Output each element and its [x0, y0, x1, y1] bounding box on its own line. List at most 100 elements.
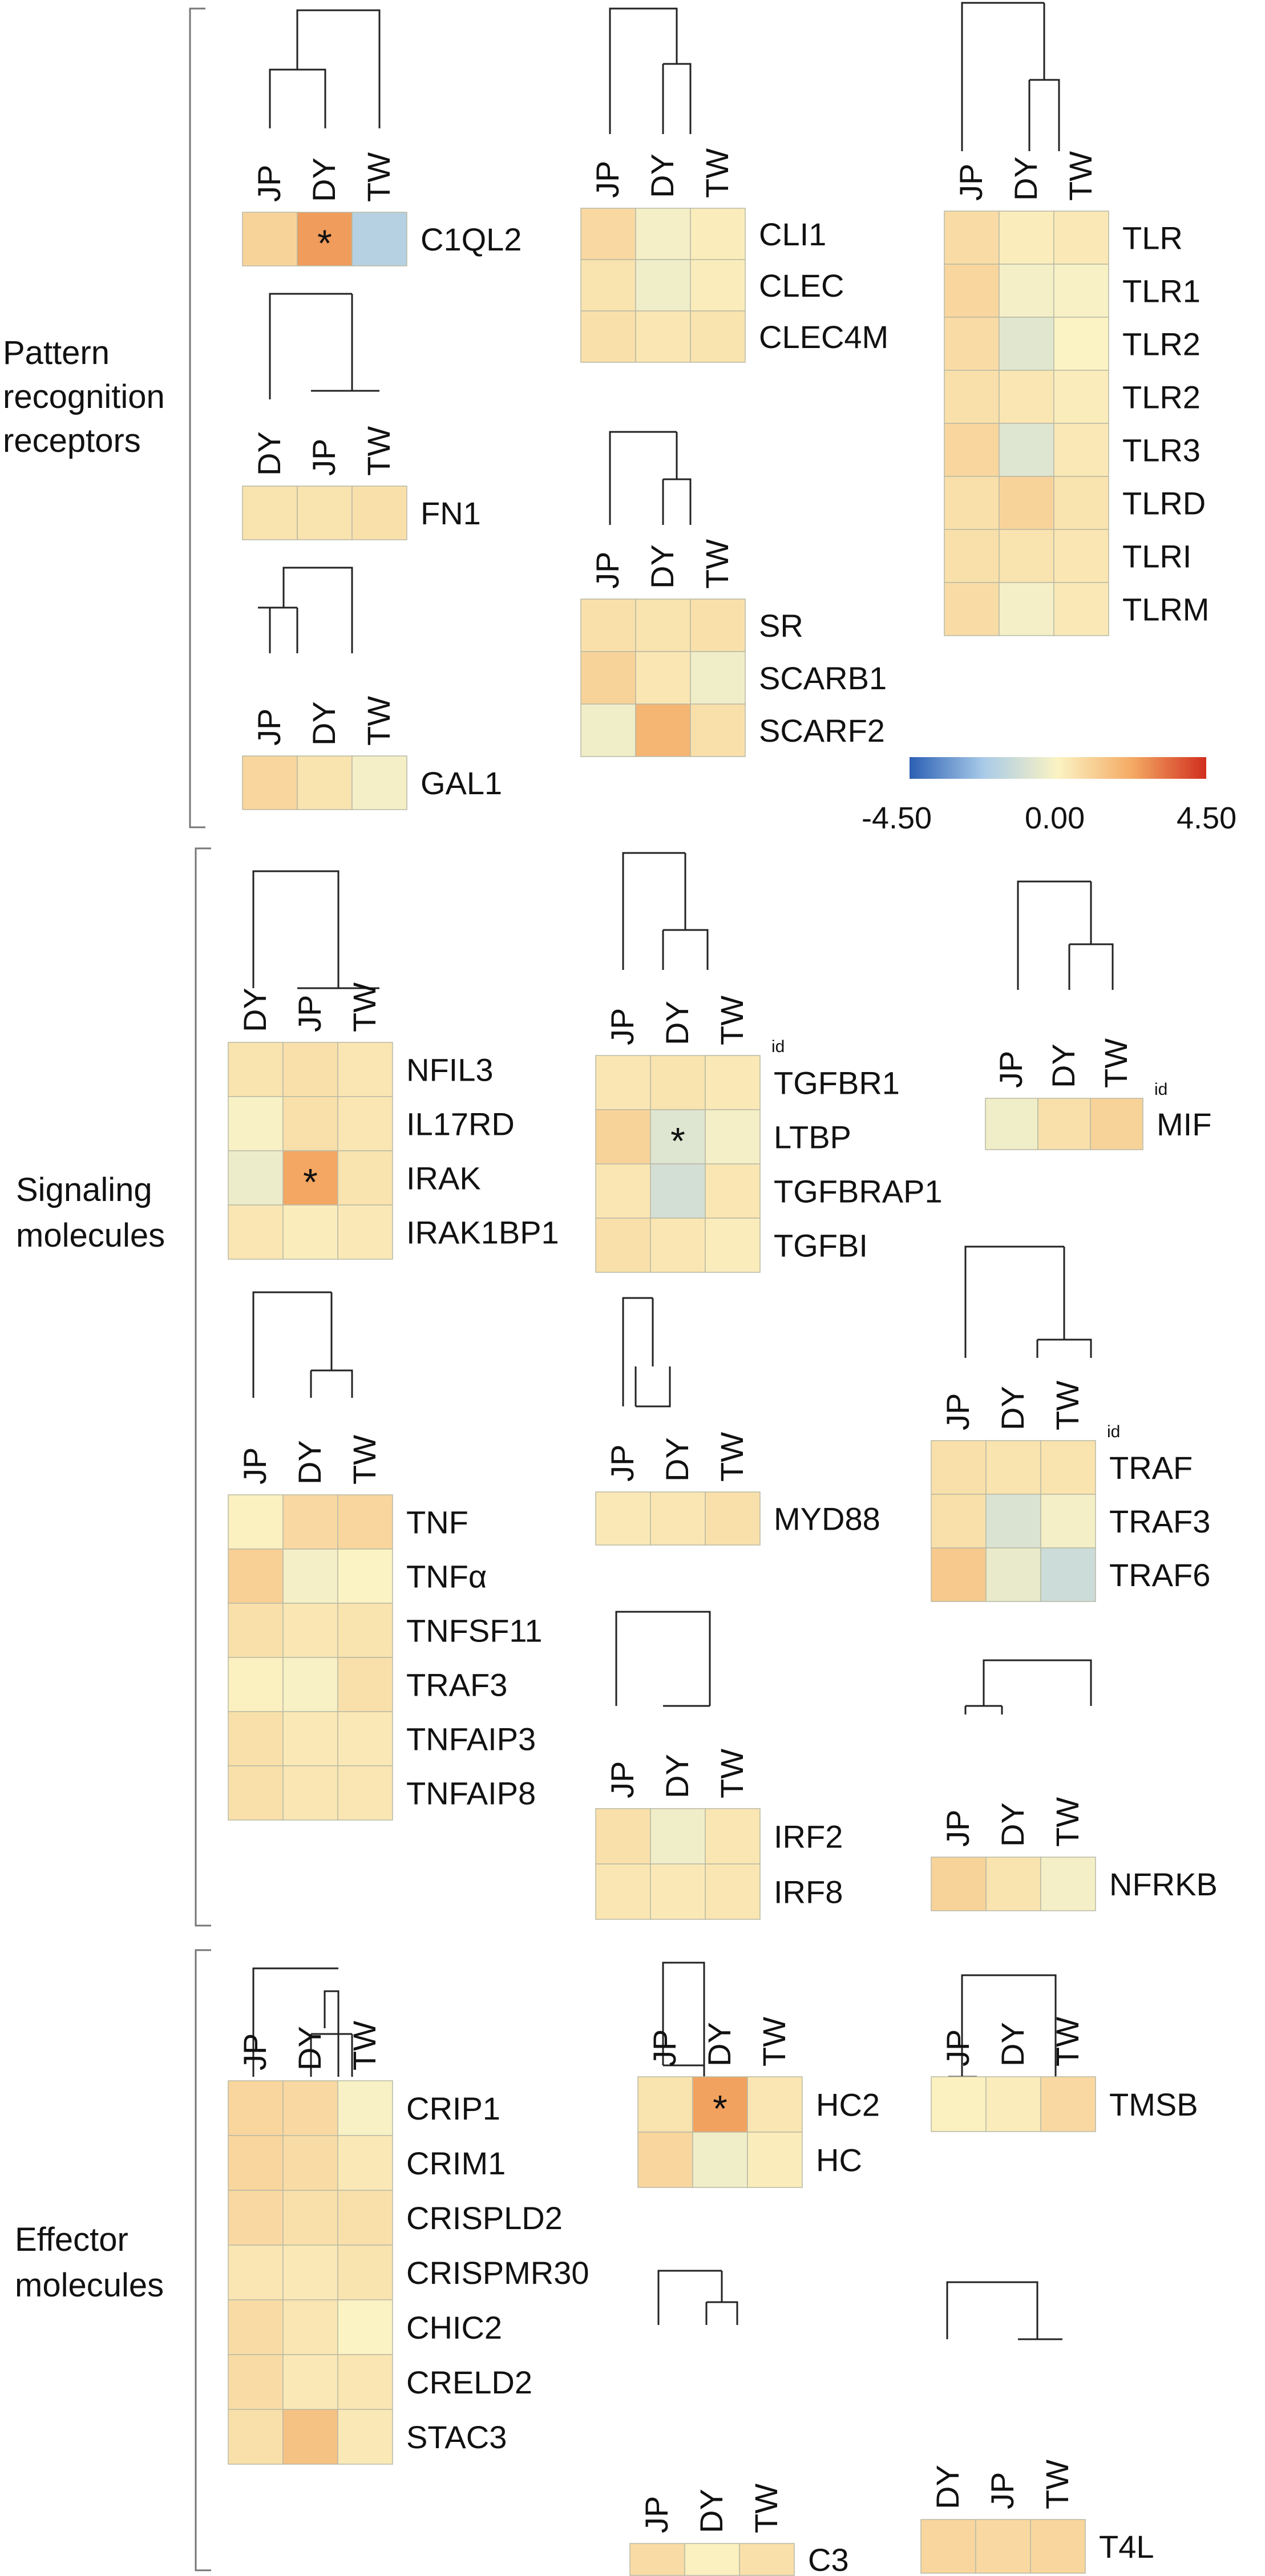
column-label: TW	[361, 152, 397, 202]
column-label: JP	[993, 1051, 1029, 1088]
heatmap-cell	[228, 1765, 284, 1821]
heatmap-cell	[650, 1491, 706, 1546]
heatmap-cell	[282, 1042, 338, 1097]
heatmap-cell	[690, 310, 746, 363]
gene-label: TGFBRAP1	[774, 1174, 943, 1210]
gene-label: TGFBR1	[774, 1065, 900, 1101]
heatmap-cell	[944, 211, 1000, 265]
heatmap-cell	[692, 2076, 748, 2133]
heatmap-cell	[337, 2354, 393, 2410]
heatmap-cell	[747, 2076, 803, 2133]
column-label: TW	[346, 1435, 382, 1485]
heatmap-cell	[228, 1548, 284, 1604]
column-label: DY	[659, 1001, 695, 1045]
column-label: DY	[693, 2489, 729, 2533]
heatmap-cell	[337, 2135, 393, 2191]
gene-label: NFRKB	[1109, 1866, 1218, 1902]
heatmap-cell	[931, 1494, 987, 1548]
column-label: JP	[638, 2496, 674, 2533]
group-effector-molecules: Effector molecules	[15, 1949, 211, 2571]
heatmap-cell	[580, 310, 636, 363]
gene-label: C1QL2	[421, 221, 522, 257]
heatmap-cell	[595, 1163, 651, 1219]
heatmap-cell	[228, 1711, 284, 1766]
column-label: TW	[1049, 1381, 1085, 1430]
gene-note: id	[1107, 1422, 1120, 1441]
heatmap-cell	[282, 1096, 338, 1151]
heatmap-cell	[985, 1098, 1038, 1150]
heatmap-cell	[999, 317, 1054, 371]
significance-star: *	[713, 2088, 728, 2130]
dendrogram	[269, 9, 381, 128]
gene-label: TNFAIP8	[406, 1776, 536, 1811]
heatmap-cell	[705, 1109, 761, 1164]
gene-label: IRF2	[774, 1819, 843, 1855]
dendrogram	[609, 7, 692, 134]
column-label: DY	[644, 153, 680, 198]
dendrogram	[609, 431, 692, 525]
dendrograms	[252, 2, 1114, 2340]
heatmap-cell	[920, 2519, 976, 2574]
heatmap-cell	[595, 1055, 651, 1110]
column-label: JP	[589, 161, 625, 198]
heatmap-cell	[282, 1603, 338, 1658]
heatmap-cell	[1090, 1098, 1143, 1150]
column-label: TW	[1049, 2017, 1085, 2067]
group-label-line: recognition	[3, 378, 165, 415]
column-label: DY	[237, 988, 273, 1032]
column-label: JP	[237, 1447, 273, 1485]
significance-star: *	[303, 1161, 318, 1203]
gene-label: TLRM	[1122, 592, 1209, 628]
heatmap-cell	[337, 2299, 393, 2355]
column-label: DY	[306, 157, 342, 202]
heatmap-cell	[705, 1863, 761, 1920]
heatmap-cell	[282, 2299, 338, 2355]
gene-label: TNF	[406, 1505, 468, 1540]
gene-label: TNFSF11	[406, 1613, 543, 1649]
heatmap-cell	[635, 651, 691, 705]
column-label: TW	[1049, 1797, 1085, 1847]
heatmap-cell	[944, 582, 1000, 636]
gene-label: IRAK	[406, 1160, 481, 1196]
heatmap-cell	[692, 2132, 748, 2188]
heatmap-cell	[1040, 1494, 1096, 1548]
heatmap-cell	[690, 208, 746, 260]
column-label: DY	[251, 431, 287, 476]
gene-label: STAC3	[406, 2419, 507, 2455]
heatmap-cell	[747, 2132, 803, 2188]
heatmap-cell	[337, 1042, 393, 1097]
dendrogram	[252, 870, 379, 989]
column-label: TW	[1039, 2460, 1075, 2509]
column-label: DY	[659, 1754, 695, 1798]
colorbar-mid-label: 0.00	[1025, 801, 1085, 835]
significance-star: *	[670, 1120, 685, 1162]
heatmap-cell	[351, 755, 407, 810]
gene-label: CRELD2	[406, 2364, 532, 2400]
gene-label: TLR2	[1122, 379, 1201, 415]
heatmap-cell	[650, 1218, 706, 1273]
dendrogram	[615, 1611, 711, 1707]
gene-label: TMSB	[1109, 2086, 1198, 2122]
heatmap-cell	[1053, 582, 1109, 636]
heatmap-cell	[1053, 317, 1109, 371]
heatmap-cell	[705, 1808, 761, 1865]
column-label: JP	[940, 1810, 976, 1847]
heatmap-cell	[985, 1440, 1041, 1495]
gene-label: HC	[816, 2142, 862, 2178]
heatmap-cell	[282, 2080, 338, 2136]
heatmap-cell	[282, 2245, 338, 2300]
column-label: JP	[237, 2033, 273, 2070]
heatmap-cell	[705, 1163, 761, 1219]
column-label: JP	[646, 2029, 682, 2067]
heatmap-cell	[944, 317, 1000, 371]
column-label: JP	[953, 164, 989, 201]
heatmap-cell	[337, 2245, 393, 2300]
heatmap-cell	[242, 486, 298, 540]
heatmap-cell	[629, 2543, 685, 2576]
